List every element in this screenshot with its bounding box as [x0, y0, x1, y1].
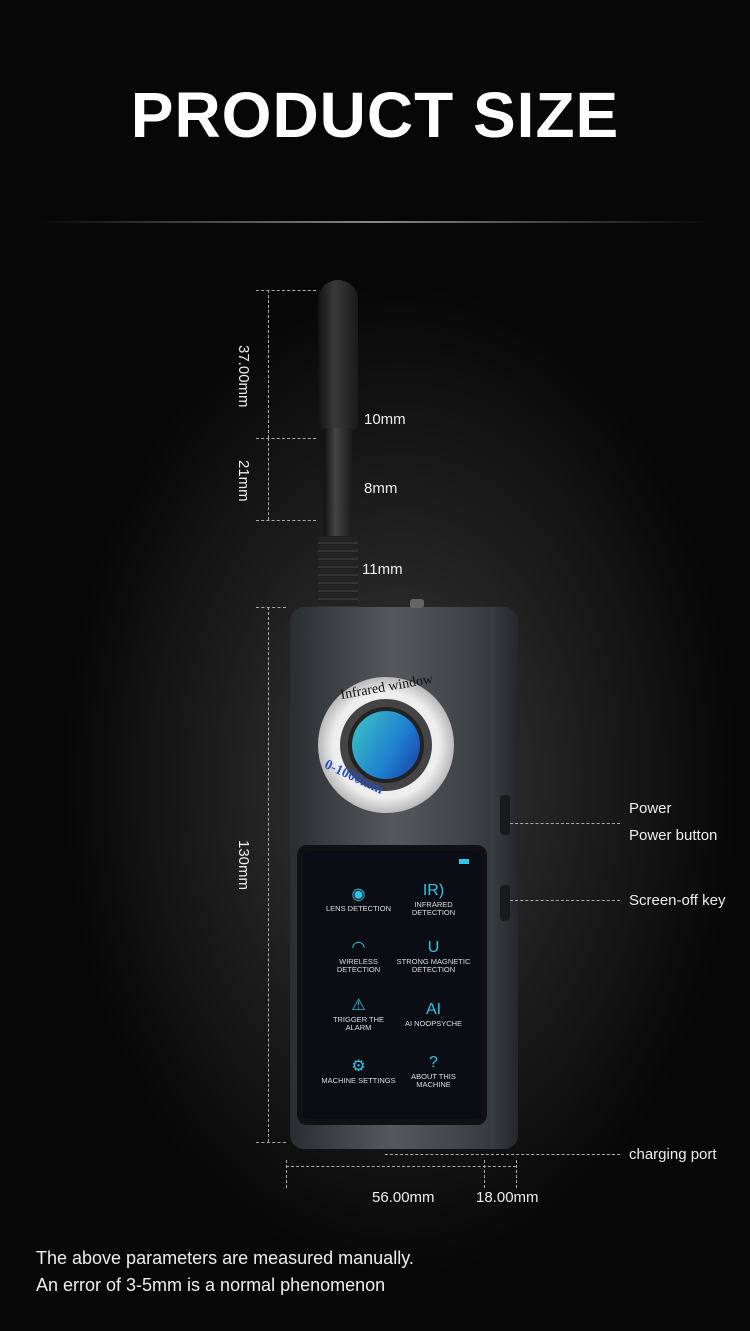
- dim-mid-width: 8mm: [364, 480, 398, 497]
- dim-line-tip: [268, 290, 269, 438]
- menu-item-label: TRIGGER THE ALARM: [332, 1014, 385, 1032]
- screen-off-key: [500, 885, 510, 921]
- dim-tick: [286, 1160, 287, 1188]
- dim-thickness: 18.00mm: [476, 1189, 539, 1206]
- top-button: [410, 599, 424, 608]
- device-side: [490, 607, 518, 1149]
- screen-menu-item: IR)INFRARED DETECTION: [396, 871, 471, 929]
- menu-item-icon: ⚙: [351, 1058, 366, 1076]
- battery-icon: [459, 859, 469, 864]
- callout-line-charging: [385, 1154, 620, 1155]
- dim-line-body: [268, 607, 269, 1142]
- divider: [40, 221, 710, 223]
- callout-power: Power: [629, 800, 672, 817]
- callout-screen-off: Screen-off key: [629, 892, 726, 909]
- menu-item-icon: ◉: [351, 885, 366, 903]
- dim-tip-length: 37.00mm: [235, 345, 252, 408]
- screen-menu-item: ◠WIRELESS DETECTION: [321, 929, 396, 987]
- page-title: PRODUCT SIZE: [130, 79, 620, 151]
- dim-body-width: 56.00mm: [372, 1189, 435, 1206]
- menu-item-icon: ?: [429, 1054, 438, 1071]
- menu-item-label: STRONG MAGNETIC DETECTION: [396, 957, 471, 975]
- antenna-tip: [318, 280, 358, 430]
- screen-menu-item: ◉LENS DETECTION: [321, 871, 396, 929]
- dim-body-height: 130mm: [235, 840, 252, 891]
- lens-glass: [352, 711, 420, 779]
- menu-item-icon: U: [427, 939, 440, 956]
- dim-tick: [256, 290, 316, 291]
- antenna-base: [318, 536, 358, 610]
- screen-menu-item: ⚠TRIGGER THE ALARM: [321, 986, 396, 1044]
- dim-line-mid: [268, 438, 269, 520]
- dim-tick: [256, 607, 286, 608]
- menu-item-icon: AI: [425, 1000, 442, 1018]
- dim-tick: [256, 1142, 286, 1143]
- dim-line-width: [286, 1166, 516, 1167]
- menu-item-label: ABOUT THIS MACHINE: [411, 1072, 456, 1090]
- callout-line-power: [510, 823, 620, 824]
- menu-item-icon: ◠: [351, 939, 366, 956]
- dim-tick: [516, 1160, 517, 1188]
- callout-line-screen-off: [510, 900, 620, 901]
- note-line-2: An error of 3-5mm is a normal phenomenon: [36, 1275, 386, 1295]
- dim-tick: [256, 438, 316, 439]
- power-button: [500, 795, 510, 835]
- callout-charging: charging port: [629, 1146, 717, 1163]
- dim-tip-width: 10mm: [364, 411, 406, 428]
- dim-tick: [256, 520, 316, 521]
- menu-item-label: INFRARED DETECTION: [411, 899, 456, 917]
- menu-item-icon: ⚠: [351, 996, 366, 1014]
- antenna-mid: [324, 428, 352, 538]
- menu-item-icon: IR): [422, 881, 445, 899]
- dim-base-width: 11mm: [362, 561, 403, 578]
- dim-tick: [484, 1160, 485, 1188]
- menu-item-label: MACHINE SETTINGS: [321, 1076, 396, 1086]
- dim-mid-length: 21mm: [235, 460, 252, 502]
- screen-menu-item: ⚙MACHINE SETTINGS: [321, 1044, 396, 1102]
- screen-menu-item: ?ABOUT THIS MACHINE: [396, 1044, 471, 1102]
- menu-item-label: WIRELESS DETECTION: [336, 957, 381, 975]
- menu-item-label: AI NOOPSYCHE: [404, 1018, 463, 1028]
- callout-power-button: Power button: [629, 827, 718, 844]
- note-line-1: The above parameters are measured manual…: [36, 1248, 414, 1268]
- menu-item-label: LENS DETECTION: [325, 903, 391, 913]
